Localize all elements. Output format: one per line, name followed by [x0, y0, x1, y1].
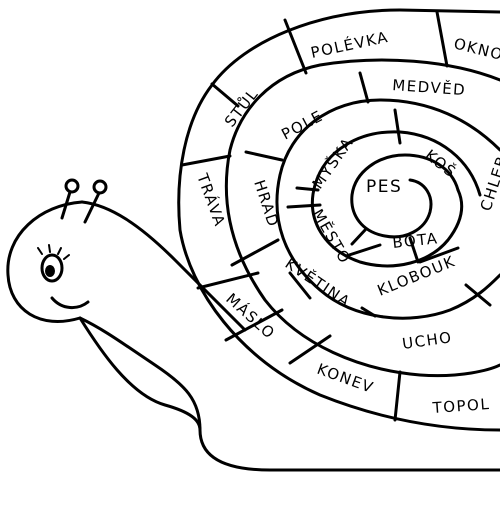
snail-smile: [50, 296, 90, 309]
shell-ring-2: [224, 58, 500, 378]
word-ucho: UCHO: [401, 328, 454, 353]
word-trava: TRÁVA: [193, 170, 230, 229]
word-polevka: POLÉVKA: [309, 27, 391, 62]
antenna-right: [83, 191, 101, 224]
antenna-left: [60, 190, 72, 220]
word-kos: KOŠ: [422, 145, 461, 181]
word-topol: TOPOL: [431, 395, 491, 417]
shell-inner-spiral: [350, 153, 460, 239]
word-chleba: CHLEBA: [477, 142, 500, 213]
word-mesto: MĚSTO: [309, 206, 356, 268]
snail-pupil: [45, 265, 55, 277]
snail-body-inner-line: [80, 200, 247, 332]
snail-shell: [177, 8, 500, 432]
shell-outer-ring: [177, 8, 500, 432]
antenna-left-tip: [64, 178, 80, 194]
word-medved: MEDVĚD: [392, 75, 467, 99]
shell-ring-3: [275, 98, 500, 320]
word-myska: MYŠKA: [308, 133, 357, 192]
snail-eye: [40, 253, 64, 283]
word-pole: POLE: [278, 107, 326, 144]
snail-eyelashes: [37, 244, 70, 260]
snail-body-outline: [6, 200, 500, 472]
snail-tail-lower: [78, 316, 202, 432]
word-okno: OKNO: [452, 34, 500, 64]
shell-dividers: [180, 10, 492, 422]
shell-ring-4: [310, 130, 482, 268]
word-pes: PES: [366, 177, 402, 197]
word-bota: BOTA: [392, 229, 440, 252]
antenna-right-tip: [92, 179, 108, 195]
